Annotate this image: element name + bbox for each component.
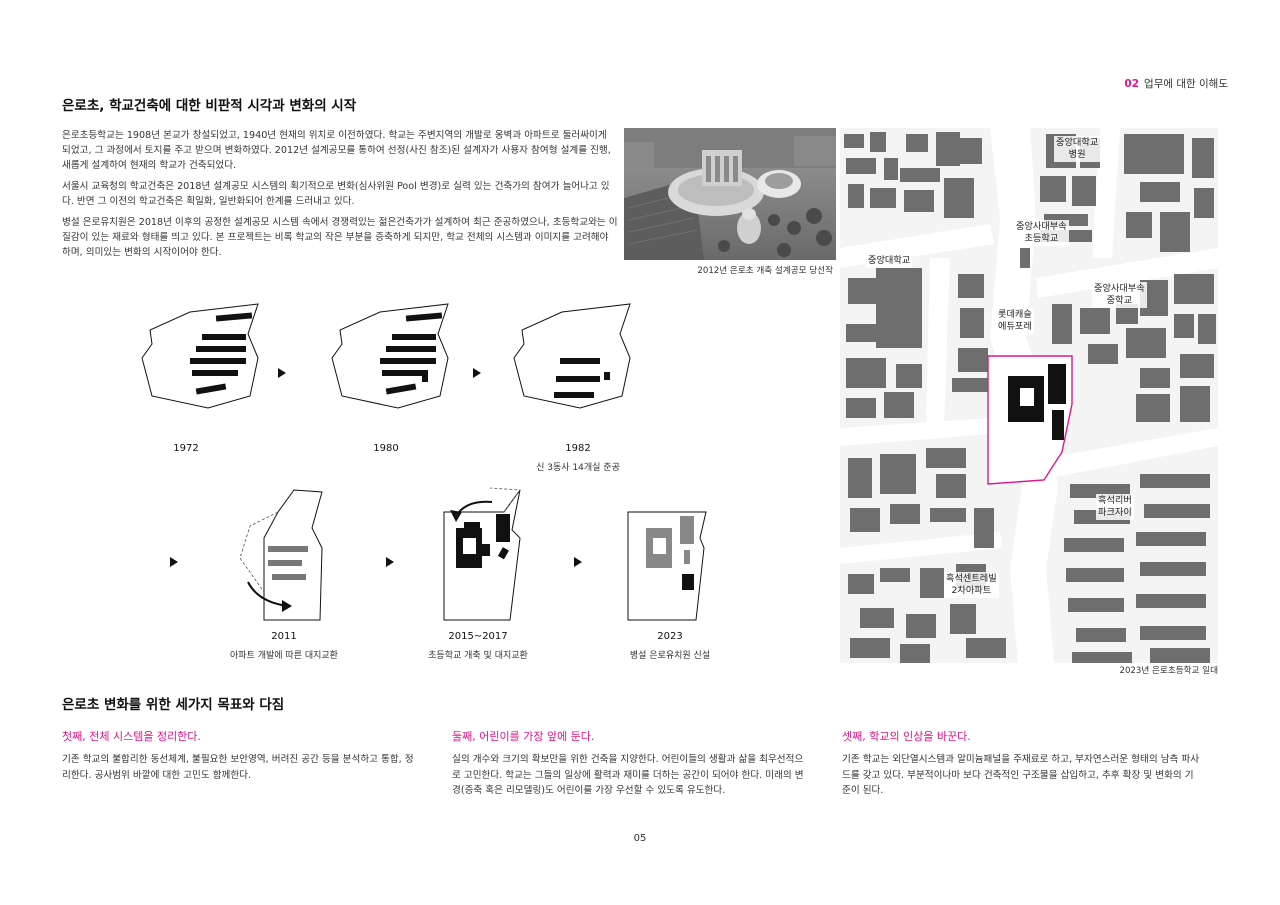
goal-body: 기존 학교는 외단열시스템과 알미늄패널을 주재료로 하고, 부자연스러운 형태… bbox=[842, 754, 1200, 796]
diagram-subtitle: 병설 은로유치원 신설 bbox=[629, 651, 711, 661]
diagram-year: 2023 bbox=[657, 631, 683, 642]
diagram-subtitle: 아파트 개발에 따른 대지교환 bbox=[230, 651, 338, 661]
map-label-text: 롯데캐슬 에듀포레 bbox=[998, 309, 1032, 332]
map-figure-ground bbox=[840, 128, 1218, 663]
photo-caption: 2012년 은로초 개축 설계공모 당선작 bbox=[697, 266, 833, 276]
map-label-text: 중앙사대부속 중학교 bbox=[1094, 283, 1145, 306]
site-diagram-1972 bbox=[141, 303, 259, 409]
goal-card: 셋째, 학교의 인상을 바꾼다. 기존 학교는 외단열시스템과 알미늄패널을 주… bbox=[842, 728, 1202, 799]
arrow-icon bbox=[574, 557, 582, 567]
chapter-title: 업무에 대한 이해도 bbox=[1144, 78, 1228, 90]
site-diagram-1980 bbox=[331, 303, 449, 409]
diagram-subtitle: 신 3동사 14개실 준공 bbox=[536, 463, 620, 473]
map-label: 흑석리버 파크자이 bbox=[1096, 494, 1134, 520]
map-label: 중앙대학교 bbox=[866, 254, 913, 268]
diagram-year: 1972 bbox=[173, 443, 199, 454]
goal-title: 셋째, 학교의 인상을 바꾼다. bbox=[842, 730, 971, 743]
intro-paragraph: 서울시 교육청의 학교건축은 2018년 설계공모 시스템의 획기적으로 변화(… bbox=[62, 181, 610, 207]
arrow-icon bbox=[170, 557, 178, 567]
map-label: 중앙사대부속 초등학교 bbox=[1014, 220, 1069, 246]
section-title: 은로초 변화를 위한 세가지 목표와 다짐 bbox=[62, 697, 285, 713]
intro-paragraph: 병설 은로유치원은 2018년 이후의 공정한 설계공모 시스템 속에서 경쟁력… bbox=[62, 217, 618, 258]
map-label: 흑석센트레빌 2차아파트 bbox=[944, 572, 999, 598]
competition-photo bbox=[624, 128, 836, 260]
history-diagrams-row1 bbox=[141, 303, 631, 409]
goal-title: 첫째, 전체 시스템을 정리한다. bbox=[62, 730, 201, 743]
site-diagram-1982 bbox=[513, 303, 631, 409]
diagram-year: 2015~2017 bbox=[448, 631, 508, 642]
map-label: 롯데캐슬 에듀포레 bbox=[996, 308, 1034, 334]
map-label-text: 중앙대학교 bbox=[868, 255, 911, 266]
map-label-text: 중앙대학교 병원 bbox=[1056, 137, 1099, 160]
site-diagram-2015-2017 bbox=[443, 487, 521, 621]
intro-text: 은로초등학교는 1908년 본교가 창설되었고, 1940년 현재의 위치로 이… bbox=[62, 128, 618, 266]
site-diagram-2011 bbox=[239, 489, 323, 621]
map-caption: 2023년 은로초등학교 일대 bbox=[1119, 666, 1219, 676]
map-label-text: 흑석리버 파크자이 bbox=[1098, 495, 1132, 518]
diagram-year: 1982 bbox=[565, 443, 591, 454]
section-title: 은로초, 학교건축에 대한 비판적 시각과 변화의 시작 bbox=[62, 98, 357, 114]
intro-paragraph: 은로초등학교는 1908년 본교가 창설되었고, 1940년 현재의 위치로 이… bbox=[62, 130, 611, 171]
map-label-text: 흑석센트레빌 2차아파트 bbox=[946, 573, 997, 596]
goal-title: 둘째, 어린이를 가장 앞에 둔다. bbox=[452, 730, 595, 743]
goal-body: 실의 개수와 크기의 확보만을 위한 건축을 지양한다. 어린이들의 생활과 삶… bbox=[452, 754, 804, 796]
page-number: 05 bbox=[633, 833, 647, 844]
history-diagrams-row2 bbox=[170, 487, 707, 621]
school-buildings bbox=[1008, 364, 1066, 440]
map-label: 중앙사대부속 중학교 bbox=[1092, 282, 1147, 308]
goal-body: 기존 학교의 불합리한 동선체계, 불필요한 보안영역, 버려진 공간 등을 분… bbox=[62, 754, 414, 781]
diagram-year: 1980 bbox=[373, 443, 399, 454]
arrow-icon bbox=[386, 557, 394, 567]
arrow-icon bbox=[278, 368, 286, 378]
map-label-text: 중앙사대부속 초등학교 bbox=[1016, 221, 1067, 244]
arrow-icon bbox=[473, 368, 481, 378]
site-diagram-2023 bbox=[627, 511, 707, 621]
chapter-header: 02 업무에 대한 이해도 bbox=[1124, 76, 1228, 91]
goal-card: 둘째, 어린이를 가장 앞에 둔다. 실의 개수와 크기의 확보만을 위한 건축… bbox=[452, 728, 812, 799]
goal-card: 첫째, 전체 시스템을 정리한다. 기존 학교의 불합리한 동선체계, 불필요한… bbox=[62, 728, 422, 783]
chapter-number: 02 bbox=[1124, 78, 1140, 90]
map-label: 중앙대학교 병원 bbox=[1054, 136, 1101, 162]
diagram-subtitle: 초등학교 개축 및 대지교환 bbox=[428, 651, 528, 661]
diagram-year: 2011 bbox=[271, 631, 297, 642]
site-map: 중앙대학교 병원 중앙사대부속 초등학교 중앙대학교 중앙사대부속 중학교 롯데… bbox=[840, 128, 1218, 663]
